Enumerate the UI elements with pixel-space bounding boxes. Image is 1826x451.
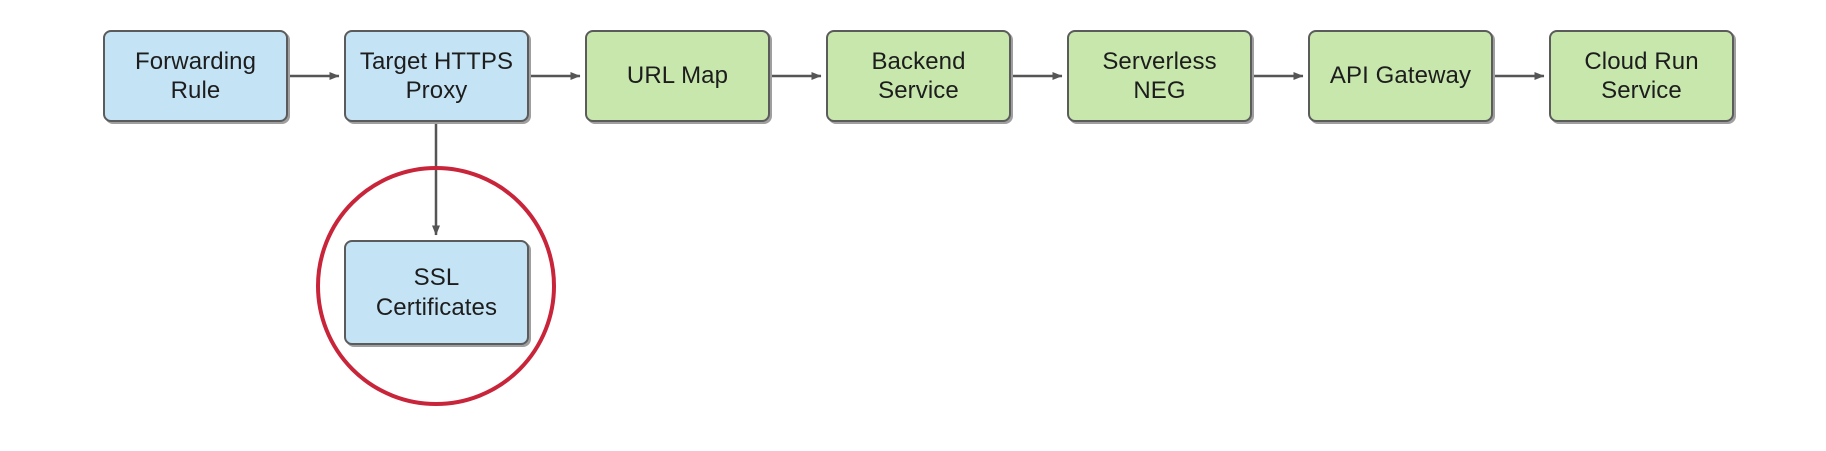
node-label-forwarding-rule: Forwarding Rule bbox=[134, 47, 257, 104]
node-target-https-proxy[interactable]: Target HTTPS Proxy bbox=[344, 30, 529, 122]
node-serverless-neg[interactable]: Serverless NEG bbox=[1067, 30, 1252, 122]
node-label-ssl-certificates: SSL Certificates bbox=[375, 264, 498, 321]
node-ssl-certificates[interactable]: SSL Certificates bbox=[344, 240, 529, 345]
node-label-target-https-proxy: Target HTTPS Proxy bbox=[359, 47, 514, 104]
node-forwarding-rule[interactable]: Forwarding Rule bbox=[103, 30, 288, 122]
node-backend-service[interactable]: Backend Service bbox=[826, 30, 1011, 122]
node-label-api-gateway: API Gateway bbox=[1329, 62, 1472, 90]
node-api-gateway[interactable]: API Gateway bbox=[1308, 30, 1493, 122]
node-label-serverless-neg: Serverless NEG bbox=[1102, 47, 1217, 104]
node-cloud-run-service[interactable]: Cloud Run Service bbox=[1549, 30, 1734, 122]
node-url-map[interactable]: URL Map bbox=[585, 30, 770, 122]
node-label-url-map: URL Map bbox=[626, 62, 729, 90]
ssl-certificates-highlight-circle bbox=[316, 166, 556, 406]
node-label-backend-service: Backend Service bbox=[871, 47, 966, 104]
node-label-cloud-run-service: Cloud Run Service bbox=[1584, 47, 1699, 104]
